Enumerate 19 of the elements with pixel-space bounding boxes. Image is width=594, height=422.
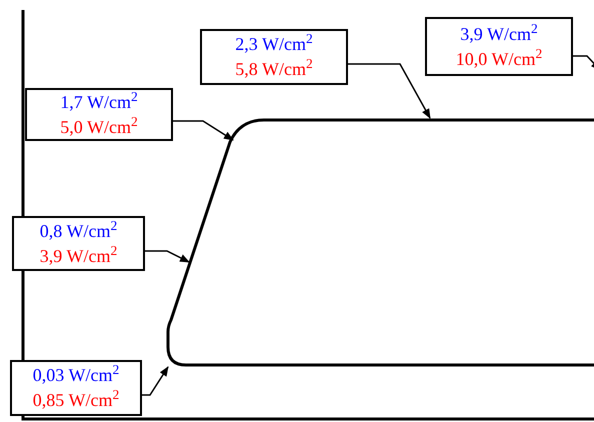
- leader-arrow: [142, 366, 169, 396]
- power-density-value: 10,0 W/cm$^{2}$: [456, 46, 542, 70]
- leader-arrow: [173, 120, 234, 141]
- callout-box: [425, 17, 573, 76]
- power-density-value: 5,8 W/cm$^{2}$: [235, 57, 313, 81]
- power-density-value: 3,9 W/cm$^{2}$: [460, 22, 538, 46]
- power-density-value: 5,0 W/cm$^{2}$: [60, 114, 138, 138]
- power-density-value: 1,7 W/cm$^{2}$: [60, 90, 138, 114]
- callout-box: [12, 216, 145, 271]
- callout-box: [200, 29, 348, 85]
- callout-box: [10, 360, 142, 416]
- leader-arrow: [145, 250, 190, 263]
- power-density-value: 0,03 W/cm$^{2}$: [32, 363, 120, 387]
- power-density-value: 0,85 W/cm$^{2}$: [32, 388, 120, 412]
- power-density-value: 0,8 W/cm$^{2}$: [40, 218, 118, 242]
- power-density-value: 2,3 W/cm$^{2}$: [235, 32, 313, 56]
- leader-arrow: [348, 63, 431, 119]
- power-density-value: 3,9 W/cm$^{2}$: [40, 244, 118, 268]
- callout-box: [25, 88, 173, 141]
